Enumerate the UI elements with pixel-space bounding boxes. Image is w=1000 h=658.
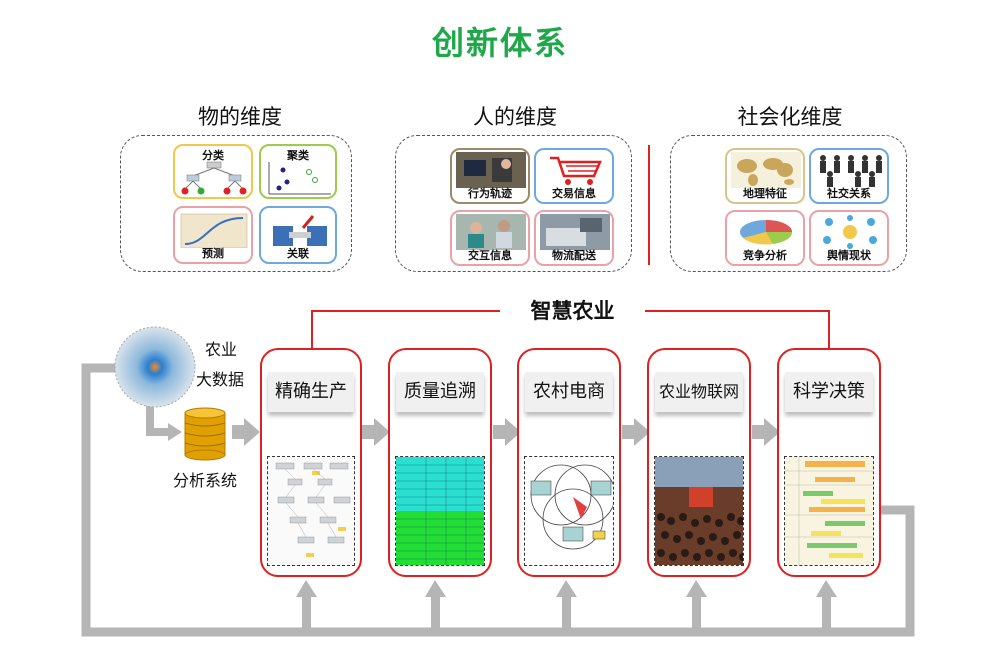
stage-agri-iot: 农业物联网 [647,348,751,577]
scatter-icon [268,162,331,195]
tile-interaction-info: 交互信息 [450,210,530,266]
tile-geography: 地理特征 [725,148,805,204]
tile-label: 聚类 [287,149,309,162]
dimension-title-object: 物的维度 [198,105,282,129]
tile-label: 竞争分析 [743,249,787,262]
venn-thumbnail [524,456,614,566]
crowd-photo-icon [655,457,743,565]
pie-icon [740,220,793,245]
stage-scientific-decision: 科学决策 [777,348,881,577]
tile-label: 舆情现状 [827,249,871,262]
tile-behavior-track: 行为轨迹 [450,148,530,204]
source-label-line2: 大数据 [196,370,245,389]
table-thumbnail [395,456,485,566]
tile-logistics: 物流配送 [534,210,614,266]
spreadsheet-icon [396,457,484,565]
stage-title: 精确生产 [268,372,354,412]
tile-public-opinion: 舆情现状 [809,210,889,266]
office-photo-icon [456,152,526,188]
tile-classification: 分类 [173,144,253,199]
page-title: 创新体系 [431,24,568,62]
planning-table-icon [785,457,873,565]
source-label-line1: 农业 [205,340,238,359]
tile-label: 交互信息 [468,249,512,262]
flowchart-thumbnail [267,456,355,566]
divider [648,145,650,265]
big-data-globe-icon [114,326,196,408]
stage-precision-production: 精确生产 [260,348,362,577]
tile-label: 行为轨迹 [468,187,512,200]
stage-title: 农村电商 [525,372,613,412]
stage-title: 质量追溯 [396,372,484,412]
crowd-photo-thumbnail [654,456,744,566]
tile-label: 分类 [202,149,224,162]
mindmap-icon [823,215,877,249]
dimension-title-people: 人的维度 [473,105,557,129]
gantt-thumbnail [784,456,874,566]
tile-label: 预测 [202,247,224,260]
tile-label: 关联 [287,247,309,260]
tile-transaction-info: 交易信息 [534,148,614,204]
social-dimension-panel: 地理特征 社交关系 竞争分析 舆情现状 [670,135,907,272]
stage-rural-ecommerce: 农村电商 [517,348,621,577]
dimension-title-social: 社会化维度 [737,105,843,129]
stage-quality-trace: 质量追溯 [388,348,492,577]
database-icon [184,407,226,461]
shopping-cart-icon [550,156,602,185]
stage-title: 科学决策 [785,372,873,412]
analysis-system-label: 分析系统 [173,471,238,490]
people-dimension-panel: 行为轨迹 交易信息 交互信息 物流配送 [395,135,632,272]
tile-prediction: 预测 [173,206,253,264]
meeting-photo-icon [456,214,526,250]
logistics-photo-icon [540,214,610,250]
flowchart-icon [268,457,354,565]
tile-social-relations: 社交关系 [809,148,889,204]
tile-label: 交易信息 [552,187,596,200]
stage-title: 农业物联网 [655,372,743,412]
hub-title: 智慧农业 [500,295,645,325]
venn-diagram-icon [525,457,613,565]
tile-label: 社交关系 [827,187,871,200]
link-icon [273,215,327,246]
tile-label: 物流配送 [552,249,596,262]
tile-clustering: 聚类 [259,144,337,199]
tile-label: 地理特征 [743,187,787,200]
curve-chart-icon [180,213,248,248]
world-map-icon [731,152,801,188]
tile-competition: 竞争分析 [725,210,805,266]
people-group-icon [820,155,882,187]
tree-icon [181,161,247,195]
tile-association: 关联 [259,206,337,264]
object-dimension-panel: 分类 聚类 预测 [120,135,352,272]
